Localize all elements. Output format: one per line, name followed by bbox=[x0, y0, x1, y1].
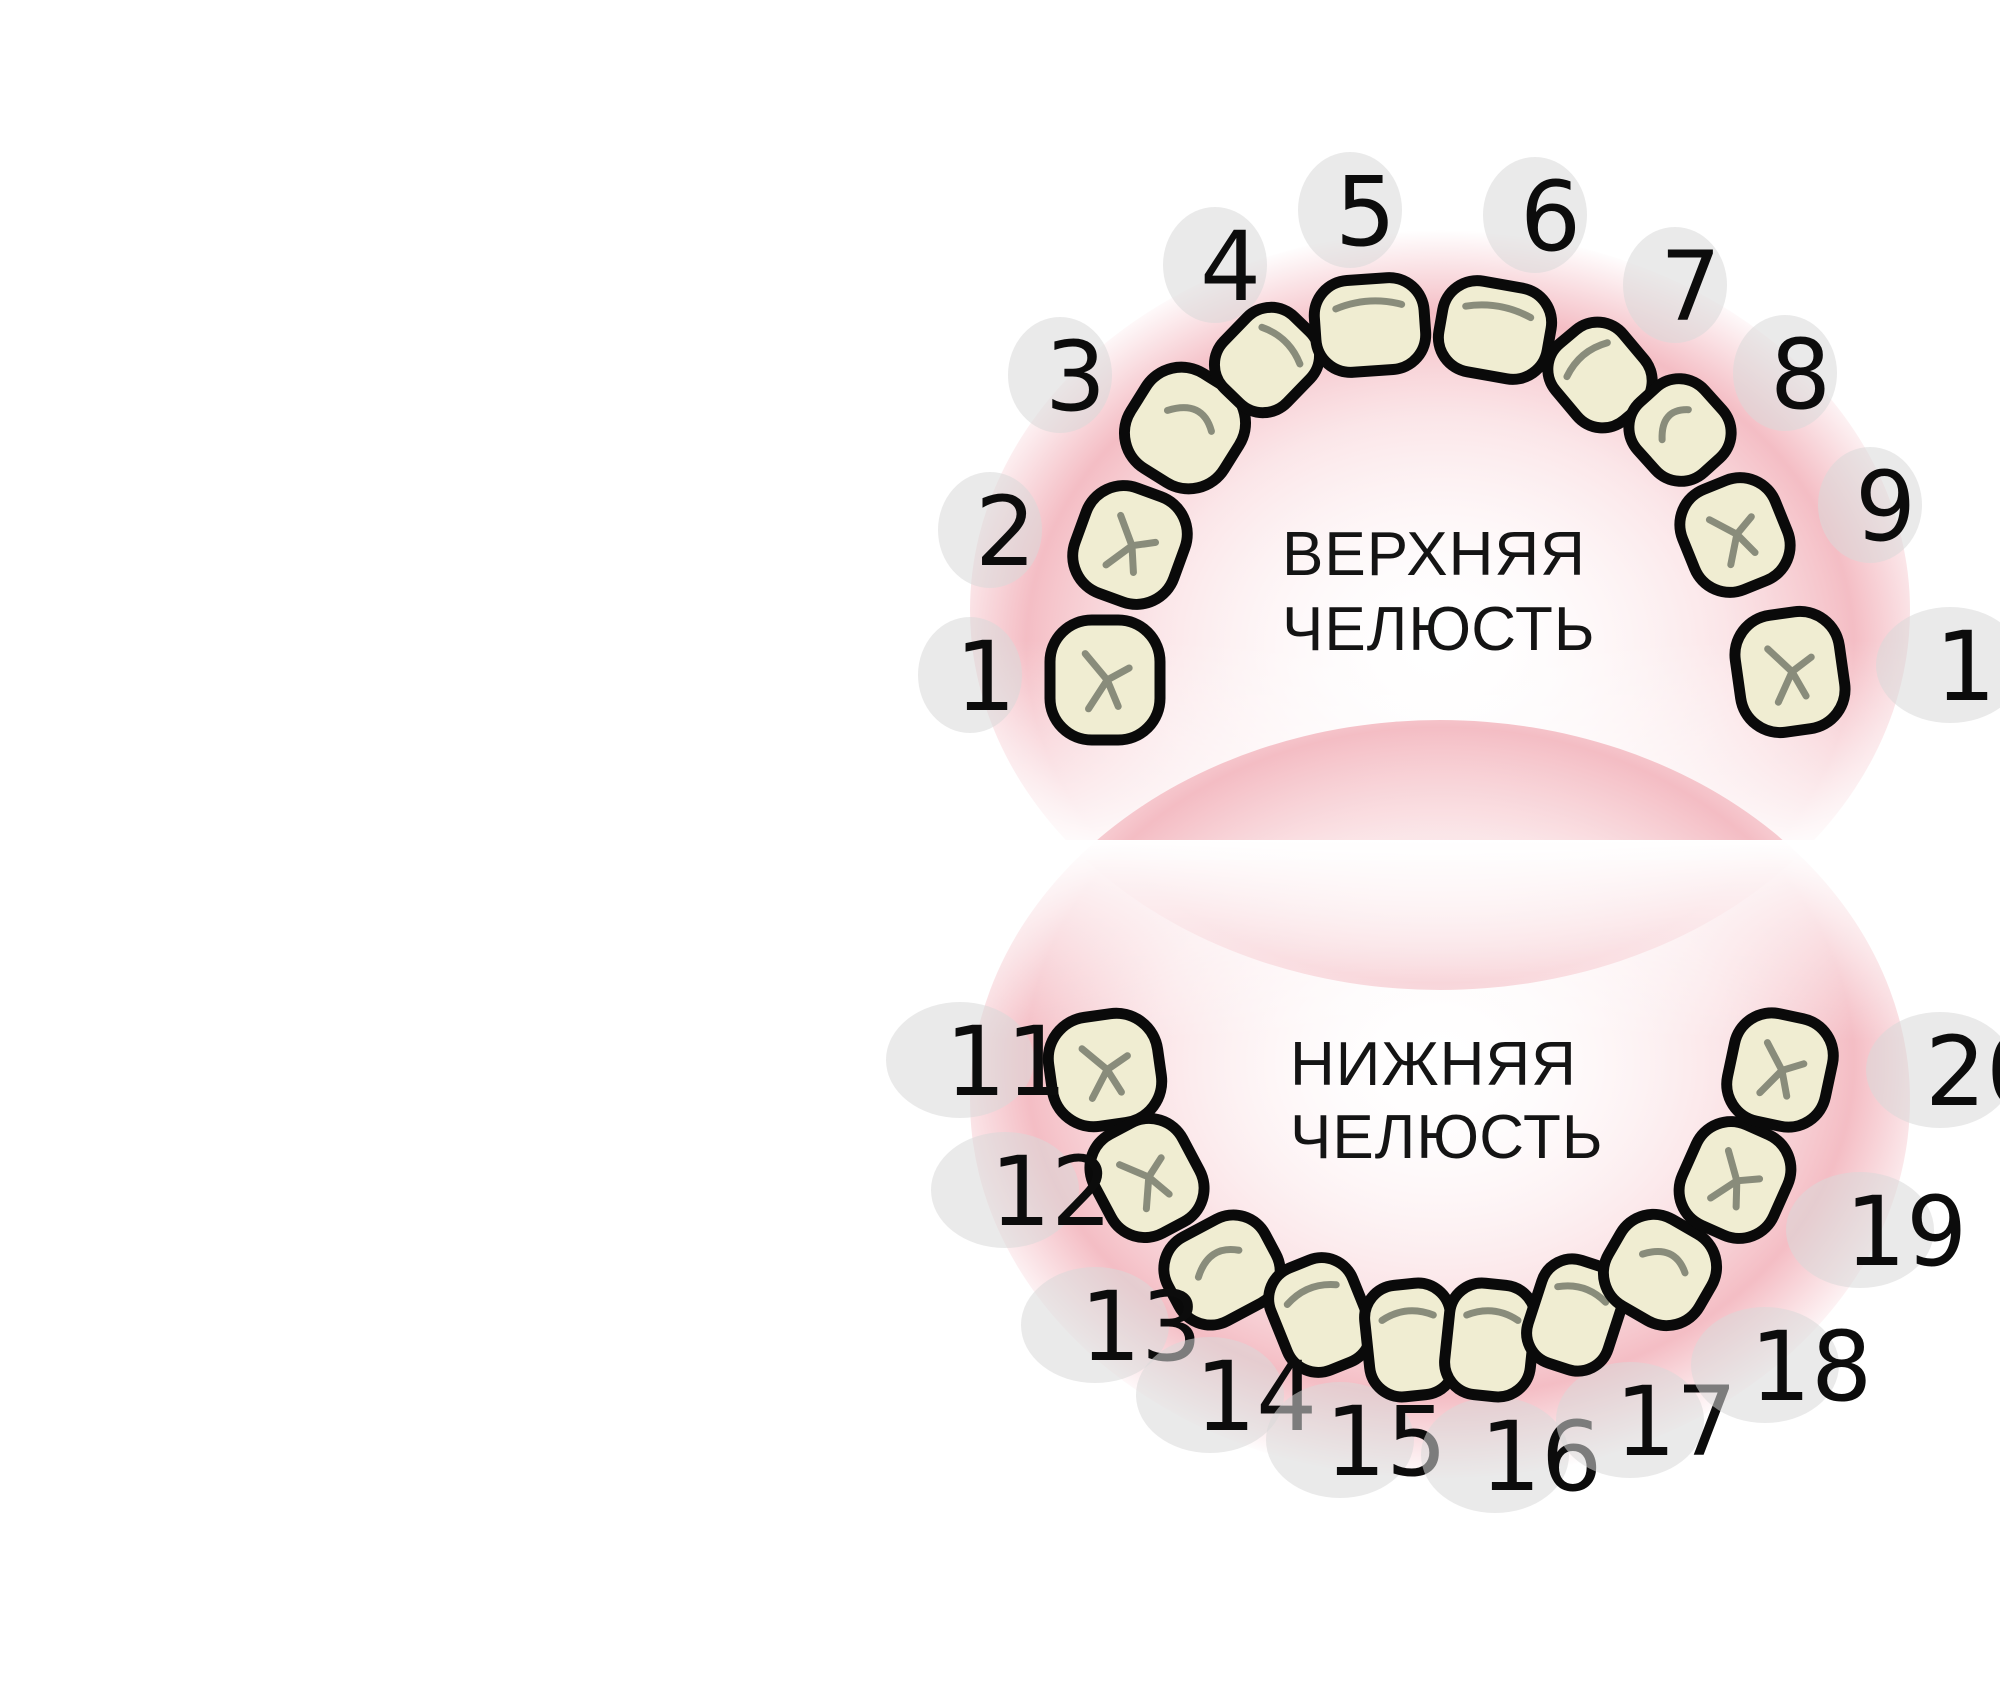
upper-tooth-6-label-halo bbox=[1483, 157, 1587, 273]
upper-tooth-5-label-halo bbox=[1298, 152, 1402, 268]
upper-tooth-1-label-halo bbox=[918, 617, 1022, 733]
lower-jaw-label-line1: НИЖНЯЯ bbox=[1290, 1030, 1577, 1099]
upper-tooth-3-label-halo bbox=[1008, 317, 1112, 433]
upper-tooth-4-crown bbox=[1208, 301, 1326, 419]
upper-tooth-7-number: 7 bbox=[1660, 231, 1721, 343]
upper-tooth-2-number: 2 bbox=[975, 476, 1036, 588]
lower-tooth-17-label-halo bbox=[1556, 1362, 1704, 1478]
upper-tooth-8[interactable]: 8 bbox=[1615, 315, 1837, 495]
upper-tooth-3-number: 3 bbox=[1045, 321, 1106, 433]
upper-tooth-10-label-halo bbox=[1876, 607, 2000, 723]
upper-tooth-10[interactable]: 10 bbox=[1729, 605, 2000, 739]
upper-tooth-3-groove bbox=[1163, 404, 1215, 435]
lower-tooth-16-label-halo bbox=[1421, 1397, 1569, 1513]
lower-tooth-14-label-halo bbox=[1136, 1337, 1284, 1453]
lower-tooth-19-label-halo bbox=[1786, 1172, 1934, 1288]
upper-tooth-9[interactable]: 9 bbox=[1668, 447, 1922, 604]
lower-tooth-16-groove bbox=[1463, 1307, 1522, 1324]
lower-tooth-18-number: 18 bbox=[1750, 1311, 1872, 1423]
lower-tooth-11-label-halo bbox=[886, 1002, 1034, 1118]
upper-tooth-9-number: 9 bbox=[1855, 451, 1916, 563]
lower-tooth-18-groove bbox=[1638, 1248, 1689, 1277]
lower-teeth: 11121314151617181920 bbox=[886, 1002, 2000, 1513]
lower-tooth-14-groove bbox=[1283, 1281, 1340, 1308]
lower-tooth-17-crown bbox=[1521, 1253, 1629, 1377]
upper-tooth-8-crown bbox=[1623, 373, 1737, 487]
lower-tooth-14-crown bbox=[1263, 1252, 1377, 1378]
upper-tooth-4-label-halo bbox=[1163, 207, 1267, 323]
upper-tooth-8-label-halo bbox=[1733, 315, 1837, 431]
lower-tooth-18-label-halo bbox=[1691, 1307, 1839, 1423]
upper-tooth-2-groove bbox=[1102, 511, 1160, 576]
upper-tooth-8-groove bbox=[1658, 406, 1692, 444]
upper-tooth-2-label-halo bbox=[938, 472, 1042, 588]
lower-tooth-19-number: 19 bbox=[1845, 1176, 1967, 1288]
upper-tooth-8-number: 8 bbox=[1770, 319, 1831, 431]
upper-tooth-2[interactable]: 2 bbox=[938, 472, 1198, 616]
upper-tooth-5-groove bbox=[1332, 297, 1406, 313]
lower-tooth-12-number: 12 bbox=[990, 1136, 1112, 1248]
lower-jaw-label-line2: ЧЕЛЮСТЬ bbox=[1290, 1103, 1604, 1172]
lower-tooth-13-groove bbox=[1194, 1245, 1243, 1281]
lower-tooth-11-groove bbox=[1078, 1045, 1131, 1102]
lower-tooth-12[interactable]: 12 bbox=[931, 1105, 1217, 1251]
upper-tooth-10-groove bbox=[1764, 645, 1815, 706]
lower-tooth-13[interactable]: 13 bbox=[1021, 1202, 1293, 1383]
upper-tooth-9-groove bbox=[1705, 513, 1759, 569]
lower-tooth-20-label-halo bbox=[1866, 1012, 2000, 1128]
lower-tooth-19-groove bbox=[1707, 1147, 1764, 1211]
lower-tooth-11-number: 11 bbox=[945, 1006, 1067, 1118]
upper-tooth-4[interactable]: 4 bbox=[1163, 207, 1333, 427]
upper-tooth-7-groove bbox=[1563, 339, 1611, 381]
lower-tooth-17[interactable]: 17 bbox=[1518, 1251, 1737, 1478]
lower-tooth-18[interactable]: 18 bbox=[1590, 1200, 1873, 1423]
upper-tooth-9-label-halo bbox=[1818, 447, 1922, 563]
lower-tooth-15-label-halo bbox=[1266, 1382, 1414, 1498]
upper-tooth-5[interactable]: 5 bbox=[1298, 152, 1432, 378]
upper-tooth-6-groove bbox=[1462, 301, 1535, 322]
upper-jaw-label-line2: ЧЕЛЮСТЬ bbox=[1282, 595, 1596, 664]
lower-tooth-17-groove bbox=[1554, 1282, 1610, 1306]
lower-tooth-15-groove bbox=[1378, 1307, 1437, 1324]
upper-tooth-6[interactable]: 6 bbox=[1432, 157, 1587, 385]
lower-tooth-20[interactable]: 20 bbox=[1720, 1006, 2000, 1134]
upper-tooth-4-number: 4 bbox=[1200, 211, 1261, 323]
upper-tooth-7[interactable]: 7 bbox=[1534, 227, 1727, 442]
lower-tooth-19[interactable]: 19 bbox=[1667, 1109, 1967, 1288]
lower-tooth-18-crown bbox=[1597, 1208, 1723, 1332]
lower-tooth-20-groove bbox=[1756, 1039, 1808, 1100]
upper-tooth-7-label-halo bbox=[1623, 227, 1727, 343]
upper-jaw-label-line1: ВЕРХНЯЯ bbox=[1282, 520, 1586, 589]
lower-tooth-13-label-halo bbox=[1021, 1267, 1169, 1383]
upper-tooth-10-number: 10 bbox=[1935, 611, 2000, 723]
upper-tooth-6-number: 6 bbox=[1520, 161, 1581, 273]
lower-jaw: 11121314151617181920 НИЖНЯЯ ЧЕЛЮСТЬ bbox=[886, 720, 2000, 1513]
upper-tooth-1-groove bbox=[1081, 650, 1133, 713]
upper-tooth-5-number: 5 bbox=[1335, 156, 1396, 268]
upper-tooth-1[interactable]: 1 bbox=[918, 614, 1166, 746]
upper-tooth-4-groove bbox=[1258, 323, 1304, 368]
lower-tooth-13-crown bbox=[1158, 1209, 1286, 1331]
lower-tooth-12-groove bbox=[1116, 1154, 1173, 1213]
lower-tooth-11[interactable]: 11 bbox=[886, 1002, 1168, 1133]
upper-tooth-6-crown bbox=[1432, 275, 1558, 385]
lower-tooth-12-label-halo bbox=[931, 1132, 1079, 1248]
upper-tooth-1-number: 1 bbox=[955, 621, 1016, 733]
lower-tooth-20-number: 20 bbox=[1925, 1016, 2000, 1128]
upper-tooth-5-crown bbox=[1308, 272, 1432, 378]
lower-gum-fade bbox=[960, 840, 1920, 1040]
